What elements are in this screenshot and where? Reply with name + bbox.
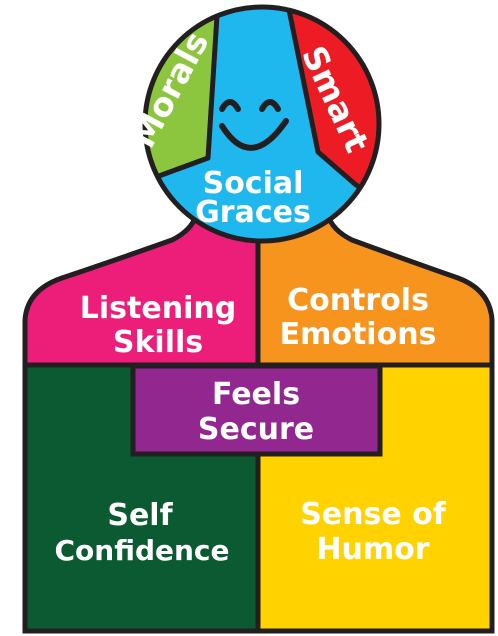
label-humor-line2: Humor bbox=[316, 532, 429, 567]
label-social-line1: Social bbox=[203, 166, 304, 201]
label-social-line2: Graces bbox=[195, 195, 311, 230]
body bbox=[22, 212, 495, 634]
region-morals bbox=[145, 7, 221, 203]
head-outline bbox=[142, 4, 382, 244]
label-secure-line2: Secure bbox=[198, 412, 314, 447]
label-confidence-line2: Confidence bbox=[54, 534, 229, 567]
region-feels-secure bbox=[130, 363, 383, 457]
label-controls-line2: Emotions bbox=[280, 317, 437, 352]
label-humor-line1: Sense of bbox=[300, 497, 447, 532]
label-listening-line2: Skills bbox=[113, 325, 203, 360]
label-listening-line1: Listening bbox=[80, 291, 236, 326]
region-controls-emotions bbox=[255, 212, 495, 368]
region-listening-skills bbox=[22, 212, 261, 368]
smiley-face-icon bbox=[219, 99, 289, 151]
label-confidence-line1: Self bbox=[107, 498, 173, 533]
label-secure-line1: Feels bbox=[212, 377, 300, 412]
label-controls-line1: Controls bbox=[287, 283, 429, 318]
